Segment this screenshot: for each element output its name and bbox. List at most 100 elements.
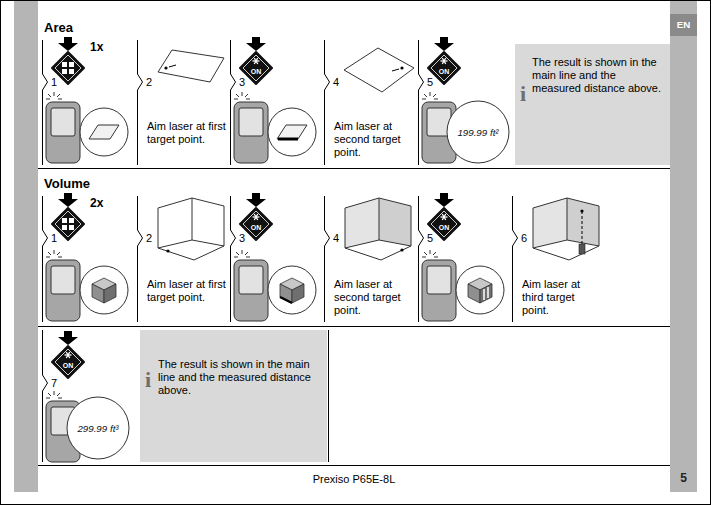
step-caption: Aim laser at second target point. xyxy=(334,120,414,159)
button-label: ON xyxy=(239,67,273,76)
info-text: The result is shown in the main line and… xyxy=(532,56,664,95)
step-caption: Aim laser at second target point. xyxy=(334,278,414,317)
step-panel: 2Aim laser at first target point. xyxy=(137,40,230,165)
button-label: ON xyxy=(427,67,461,76)
volume-icon xyxy=(468,278,492,303)
room-figure xyxy=(533,198,599,260)
section-title: Volume xyxy=(44,176,90,191)
press-arrow xyxy=(58,37,78,51)
side-band xyxy=(670,1,697,492)
area-figure xyxy=(344,48,414,92)
step-separator xyxy=(43,40,518,462)
step-number: 5 xyxy=(427,232,433,244)
button-label: ON xyxy=(239,223,273,232)
step-number: 7 xyxy=(51,377,57,389)
power-symbol xyxy=(254,58,258,64)
button-label: ON xyxy=(51,361,85,370)
press-arrow xyxy=(58,331,78,345)
step-caption: Aim laser at first target point. xyxy=(147,278,227,304)
power-symbol xyxy=(442,58,446,64)
model-name: Prexiso P65E-8L xyxy=(38,472,670,486)
device xyxy=(46,92,456,462)
step-number: 4 xyxy=(333,232,339,244)
step-caption: Aim laser at first target point. xyxy=(147,120,227,146)
press-arrow xyxy=(434,193,454,207)
step-panel: 4Aim laser at second target point. xyxy=(324,196,418,322)
laser-point xyxy=(580,209,583,212)
display-outline xyxy=(447,101,509,163)
step-number: 4 xyxy=(333,76,339,88)
step-number: 3 xyxy=(239,232,245,244)
device xyxy=(46,250,80,321)
display-readout: 199.99 ft² xyxy=(446,100,510,164)
callout-circle xyxy=(456,266,504,314)
row-rule xyxy=(38,169,670,466)
step-panel: 2Aim laser at first target point. xyxy=(137,196,230,322)
power-symbol xyxy=(254,214,258,220)
step-panel: 5ON xyxy=(418,196,512,322)
display-outline xyxy=(67,397,129,459)
step-panel: 3ON xyxy=(230,40,324,165)
laser-point xyxy=(169,65,176,67)
device xyxy=(422,250,456,321)
step-panel: 5ON 199.99 ft² xyxy=(418,40,512,165)
step-caption: Aim laser at third target point. xyxy=(522,278,602,317)
display-readout: 299.99 ft³ xyxy=(66,396,130,460)
info-icon: i xyxy=(520,82,526,106)
power-symbol xyxy=(66,352,70,358)
step-panel: 1 xyxy=(42,40,137,165)
power-symbol xyxy=(442,58,446,64)
laser-point xyxy=(400,66,403,69)
button-outline xyxy=(240,52,272,84)
step-number: 5 xyxy=(427,76,433,88)
room-figure xyxy=(533,198,599,260)
step-panel: 4Aim laser at second target point. xyxy=(324,40,418,165)
callout-circle xyxy=(80,108,128,156)
step-panel: 3ON xyxy=(230,196,324,322)
info-icon: i xyxy=(145,368,151,392)
step-panel: 1 xyxy=(42,196,137,322)
area-figure xyxy=(344,48,414,92)
callout-circle xyxy=(268,266,316,314)
callout-circle xyxy=(268,108,316,156)
press-arrow xyxy=(434,37,454,51)
step-separator xyxy=(138,40,143,165)
step-separator xyxy=(325,40,330,165)
laser-point xyxy=(166,249,169,252)
page-number: 5 xyxy=(670,471,697,485)
volume-icon xyxy=(280,278,304,303)
step-number: 3 xyxy=(239,76,245,88)
device xyxy=(234,250,268,321)
area-icon xyxy=(89,125,119,139)
button-outline xyxy=(240,208,272,240)
callout-circle xyxy=(80,108,504,314)
laser-point xyxy=(400,248,403,251)
power-symbol xyxy=(442,214,446,220)
step-separator xyxy=(328,330,329,462)
press-arrow xyxy=(246,193,266,207)
step-number: 2 xyxy=(146,76,152,88)
press-count: 2x xyxy=(90,196,103,210)
on-button: ON xyxy=(427,207,461,241)
section-panel: Volume 1 2Aim laser at first target point.… xyxy=(38,168,670,465)
step-number: 2 xyxy=(146,232,152,244)
info-box: iThe result is shown in the main line an… xyxy=(515,44,670,165)
step-number: 1 xyxy=(51,232,57,244)
display-value: 199.99 ft² xyxy=(446,126,510,139)
on-button: ON xyxy=(427,51,461,85)
display-value: 299.99 ft³ xyxy=(66,422,130,435)
power-symbol xyxy=(66,352,70,358)
room-figure xyxy=(345,198,411,260)
side-band xyxy=(14,1,38,492)
step-number: 1 xyxy=(51,76,57,88)
step-panel: 7 ON 299.99 ft³ xyxy=(42,330,137,462)
callout-circle xyxy=(80,266,128,314)
language-code: EN xyxy=(670,18,697,32)
on-button: ON xyxy=(239,207,273,241)
button-outline xyxy=(52,346,84,378)
area-figure xyxy=(158,50,224,82)
step-panel: 6Aim laser at third target point. xyxy=(512,196,606,322)
press-arrow xyxy=(58,37,454,345)
section-title: Area xyxy=(44,20,73,35)
power-symbol xyxy=(254,58,258,64)
